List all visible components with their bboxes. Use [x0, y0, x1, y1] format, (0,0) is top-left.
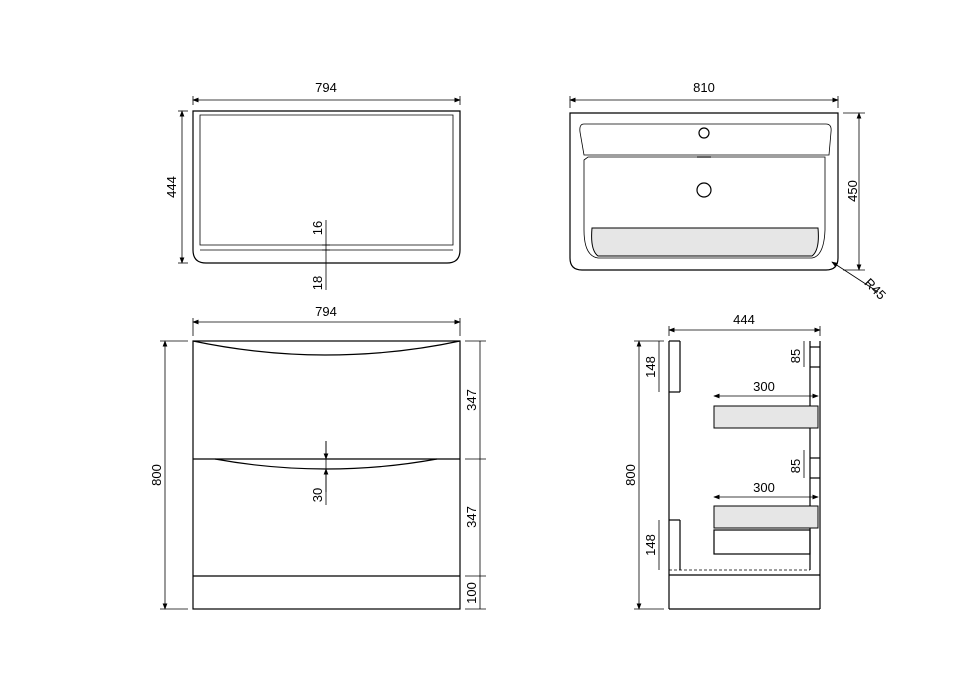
front-drawer-top-height: 347: [464, 389, 479, 411]
front-height-label: 800: [149, 464, 164, 486]
side-runner-bottom-gap: 85: [788, 459, 803, 473]
basin-width-label: 810: [693, 80, 715, 95]
front-handle-depth: 30: [310, 488, 325, 502]
side-runner-top-gap: 85: [788, 349, 803, 363]
front-plinth-height: 100: [464, 582, 479, 604]
top-view: 794 444 16 18: [164, 80, 461, 290]
front-view: 30 794 800 347 347 100: [149, 304, 486, 610]
side-height-label: 800: [623, 464, 638, 486]
basin-depth-label: 450: [845, 180, 860, 202]
top-thickness-16: 16: [310, 221, 325, 235]
basin-view: 810 450 R45: [569, 80, 889, 303]
side-drawer-depth-top: 300: [753, 379, 775, 394]
side-top-gap: 148: [643, 356, 658, 378]
side-bottom-gap: 148: [643, 534, 658, 556]
front-drawer-bottom-height: 347: [464, 506, 479, 528]
basin-radius-label: R45: [861, 275, 888, 302]
top-width-label: 794: [315, 80, 337, 95]
top-thickness-18: 18: [310, 276, 325, 290]
top-depth-label: 444: [164, 176, 179, 198]
side-depth-label: 444: [733, 312, 755, 327]
side-view: 444 800 148 148 85 85 300 300: [623, 312, 821, 610]
side-drawer-depth-bottom: 300: [753, 480, 775, 495]
front-width-label: 794: [315, 304, 337, 319]
